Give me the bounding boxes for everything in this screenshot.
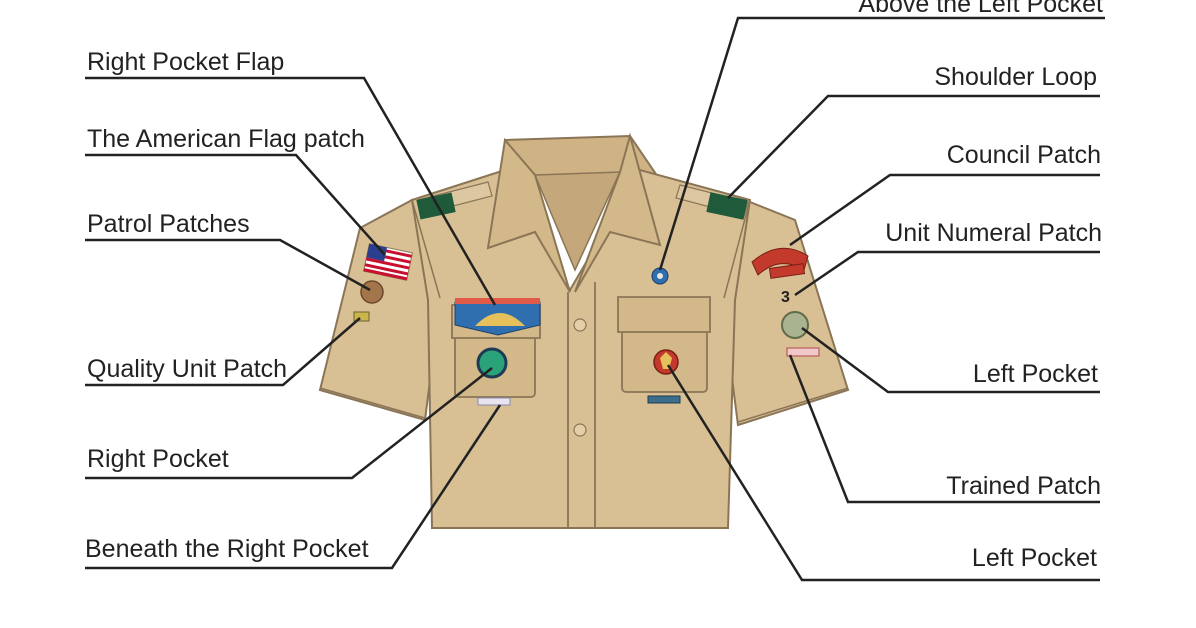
label-right-pocket: Right Pocket	[87, 445, 229, 473]
shoulder-seam	[411, 199, 441, 299]
leader-council-patch	[789, 173, 1100, 247]
leader-trained-patch	[788, 354, 1100, 504]
leader-left-pocket-sleeve	[801, 326, 1100, 394]
right-pocket-patch	[476, 347, 508, 379]
scout-shirt	[318, 132, 850, 529]
label-beneath-right-pocket: Beneath the Right Pocket	[85, 535, 369, 563]
patrol-patch	[360, 280, 384, 304]
label-american-flag-patch: The American Flag patch	[87, 125, 365, 153]
leader-american-flag	[85, 153, 386, 256]
leader-unit-numeral	[794, 250, 1100, 297]
leader-right-pocket	[85, 367, 493, 480]
pocket-flap-patch-sun	[475, 313, 525, 326]
collar-right-lapel	[574, 132, 662, 293]
sleeve-cuff	[319, 387, 426, 419]
quality-unit-patch	[353, 311, 370, 322]
american-flag-patch	[362, 243, 414, 281]
leader-beneath-right-pocket	[85, 404, 502, 570]
labels: Above the Left Pocket Right Pocket Flap …	[85, 0, 1103, 572]
above-left-pocket-badge-center	[657, 273, 663, 279]
sleeve-round-patch	[781, 311, 809, 339]
leader-lines	[85, 16, 1105, 582]
patches: 3	[353, 243, 820, 406]
pocket-flap-patch-top	[455, 298, 540, 304]
leader-right-pocket-flap	[85, 76, 497, 306]
leader-quality-unit	[85, 317, 361, 387]
label-shoulder-loop: Shoulder Loop	[934, 63, 1097, 91]
label-quality-unit-patch: Quality Unit Patch	[87, 355, 287, 383]
label-left-pocket: Left Pocket	[972, 544, 1097, 572]
trained-patch	[786, 347, 820, 357]
council-patch-sub	[768, 263, 806, 279]
label-left-pocket-sleeve: Left Pocket	[973, 360, 1098, 388]
button	[573, 318, 587, 332]
unit-numeral-patch: 3	[781, 289, 790, 306]
collar-left-lapel	[486, 137, 571, 293]
council-patch	[751, 247, 809, 276]
shoulder-loop-left-tab	[706, 192, 748, 220]
left-pocket-nameplate	[647, 395, 681, 404]
leader-left-pocket	[666, 364, 1100, 582]
label-unit-numeral-patch: Unit Numeral Patch	[885, 219, 1102, 247]
shoulder-seam	[723, 199, 751, 299]
leader-above-left-pocket	[658, 16, 1105, 271]
button	[573, 423, 587, 437]
leader-patrol-patches	[85, 238, 371, 292]
neck-opening	[533, 171, 622, 272]
label-above-left-pocket: Above the Left Pocket	[858, 0, 1103, 18]
label-council-patch: Council Patch	[947, 141, 1101, 169]
beneath-right-pocket-strip	[477, 397, 511, 406]
shoulder-loop-right-tab	[416, 192, 456, 220]
left-pocket-flap	[617, 296, 711, 333]
label-patrol-patches: Patrol Patches	[87, 210, 250, 238]
leader-shoulder-loop	[727, 94, 1100, 199]
sleeve-cuff	[737, 387, 849, 423]
label-trained-patch: Trained Patch	[946, 472, 1101, 500]
label-right-pocket-flap: Right Pocket Flap	[87, 48, 284, 76]
